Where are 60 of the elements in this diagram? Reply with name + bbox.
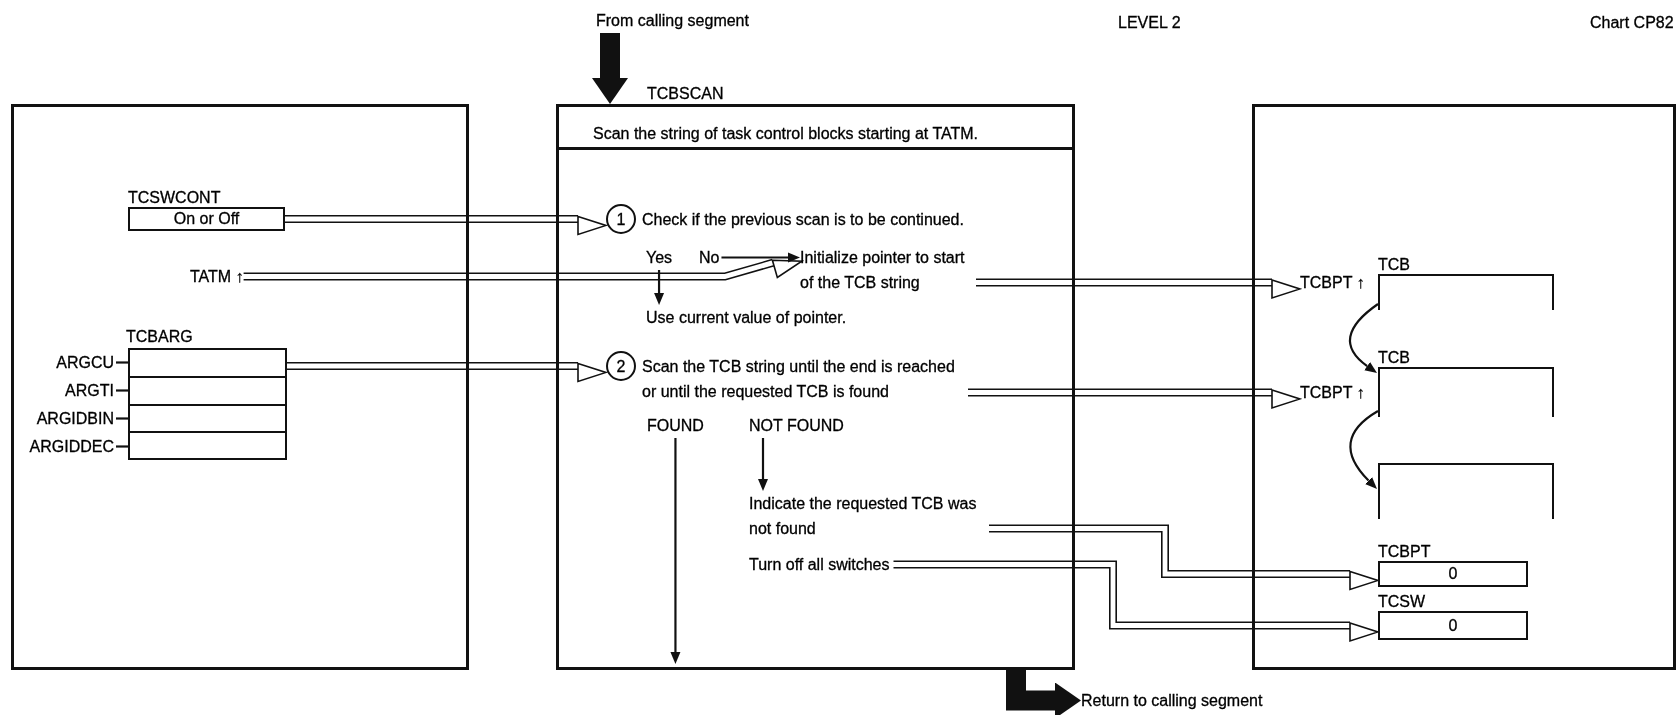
step-number: 1 bbox=[606, 204, 636, 234]
step-text: Turn off all switches bbox=[749, 552, 890, 577]
field-name: TCBPT bbox=[1378, 542, 1431, 562]
block-name: TCB bbox=[1378, 255, 1410, 275]
step-text: Indicate the requested TCB was not found bbox=[749, 491, 989, 541]
pointer-label: TCBPT ↑ bbox=[1300, 380, 1365, 405]
step-number: 2 bbox=[606, 351, 636, 381]
arrow bbox=[654, 270, 665, 305]
chart-id: Chart CP82 bbox=[1590, 13, 1674, 33]
field-value: 0 bbox=[1448, 564, 1458, 584]
pointer-label: TCBPT ↑ bbox=[1300, 270, 1365, 295]
leader-line bbox=[116, 445, 128, 448]
step-text: Check if the previous scan is to be continued. bbox=[642, 207, 964, 232]
hollow-arrow bbox=[975, 278, 1301, 299]
field-name: TCBARG bbox=[126, 327, 193, 347]
hollow-arrow bbox=[988, 524, 1379, 591]
branch-label: NOT FOUND bbox=[749, 413, 844, 438]
block-name: TCB bbox=[1378, 348, 1410, 368]
flow-label: Return to calling segment bbox=[1081, 688, 1263, 713]
field-label: ARGIDDEC bbox=[14, 434, 114, 459]
flow-label: From calling segment bbox=[596, 8, 749, 33]
table-row bbox=[128, 378, 287, 406]
field-name: TCSWCONT bbox=[128, 188, 221, 208]
arrow bbox=[721, 252, 800, 263]
hollow-arrow bbox=[242, 258, 803, 281]
block-arrow bbox=[592, 33, 628, 104]
table-row bbox=[128, 433, 287, 460]
branch-label: No bbox=[699, 245, 720, 270]
field-value: 0 bbox=[1448, 615, 1458, 636]
output-panel bbox=[1252, 104, 1676, 670]
field-label: ARGCU bbox=[14, 350, 114, 375]
hollow-arrow bbox=[892, 560, 1379, 642]
hollow-arrow bbox=[286, 362, 607, 383]
leader-line bbox=[116, 417, 128, 420]
level-label: LEVEL 2 bbox=[1118, 13, 1181, 33]
step-text: Scan the TCB string until the end is reached or until the requested TCB is found bbox=[642, 354, 964, 404]
table-row bbox=[128, 348, 287, 378]
branch-label: FOUND bbox=[647, 413, 704, 438]
arrow bbox=[670, 438, 681, 664]
module-name: TCBSCAN bbox=[647, 84, 724, 104]
arrow bbox=[758, 438, 768, 491]
field-name: TCSW bbox=[1378, 592, 1426, 612]
field-label: ARGIDBIN bbox=[14, 406, 114, 431]
input-panel bbox=[11, 104, 469, 670]
curved-arrow bbox=[1349, 303, 1379, 374]
pointer-label: TATM ↑ bbox=[190, 264, 244, 289]
curved-arrow bbox=[1349, 410, 1379, 490]
control-block bbox=[1378, 463, 1554, 519]
leader-line bbox=[116, 389, 128, 392]
step-text: Initialize pointer to start of the TCB string bbox=[800, 245, 972, 295]
block-arrow bbox=[1006, 670, 1081, 715]
field-label: ARGTI bbox=[14, 378, 114, 403]
branch-label: Yes bbox=[646, 245, 673, 270]
leader-line bbox=[116, 361, 128, 364]
step-text: Use current value of pointer. bbox=[646, 305, 847, 330]
field-value: On or Off bbox=[173, 209, 240, 229]
table-row bbox=[128, 406, 287, 433]
hollow-arrow bbox=[967, 388, 1301, 409]
hollow-arrow bbox=[284, 215, 607, 236]
process-description: Scan the string of task control blocks starting at TATM. bbox=[593, 124, 979, 144]
